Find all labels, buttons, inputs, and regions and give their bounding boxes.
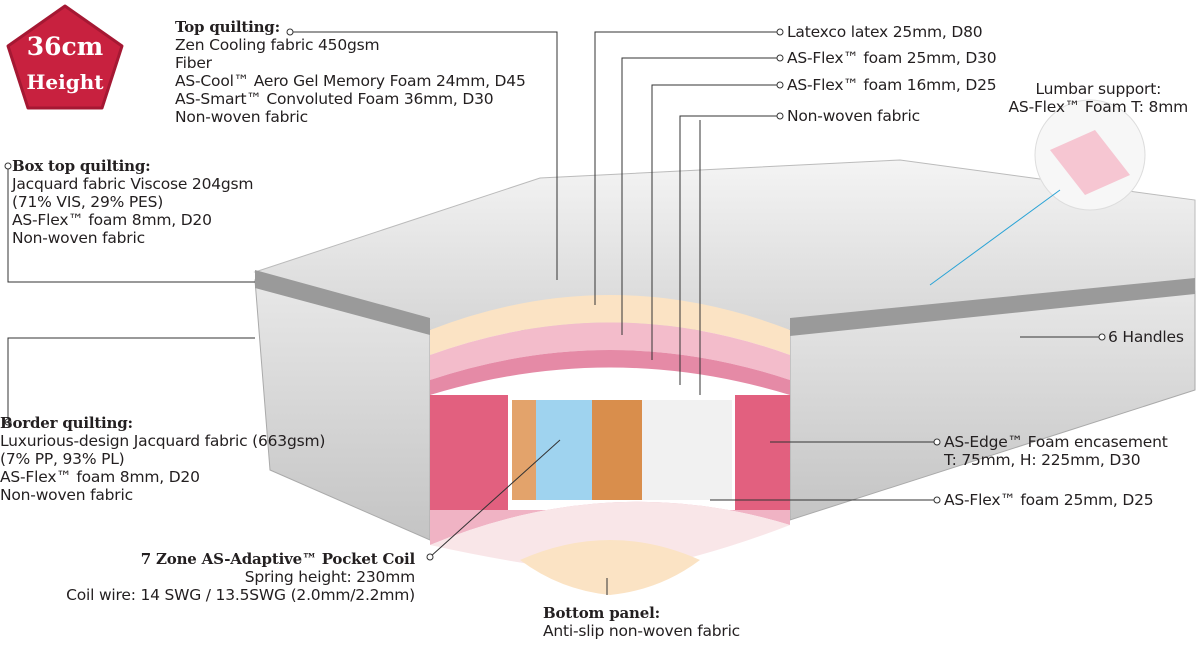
- text-line: Non-woven fabric: [175, 108, 308, 126]
- border-title: Border quilting:: [0, 414, 133, 432]
- text-line: AS-Smart™ Convoluted Foam 36mm, D30: [175, 90, 494, 108]
- text-line: Fiber: [175, 54, 212, 72]
- edge-label: AS-Edge™ Foam encasement T: 75mm, H: 225…: [944, 433, 1168, 469]
- badge-label: Height: [26, 70, 104, 94]
- text-line: Spring height: 230mm: [244, 568, 415, 586]
- latex-label: Latexco latex 25mm, D80: [787, 23, 983, 41]
- pillow-top-band: [255, 270, 430, 335]
- text-line: AS-Flex™ Foam T: 8mm: [1008, 98, 1189, 116]
- text-line: Anti-slip non-woven fabric: [543, 622, 740, 640]
- pocket-coils: [512, 400, 732, 500]
- border-quilting-label: Border quilting: Luxurious-design Jacqua…: [0, 414, 325, 504]
- text-line: (71% VIS, 29% PES): [12, 193, 164, 211]
- flex16-label: AS-Flex™ foam 16mm, D25: [787, 76, 997, 94]
- text-line: Coil wire: 14 SWG / 13.5SWG (2.0mm/2.2mm…: [66, 586, 415, 604]
- connector-lines: [7, 31, 1100, 595]
- text-line: Jacquard fabric Viscose 204gsm: [12, 175, 254, 193]
- top-quilting-label: Top quilting: Zen Cooling fabric 450gsm …: [175, 18, 526, 126]
- bottom-panel-label: Bottom panel: Anti-slip non-woven fabric: [543, 604, 740, 640]
- text-line: Luxurious-design Jacquard fabric (663gsm…: [0, 432, 326, 450]
- bottom-panel: [520, 540, 700, 595]
- nonwoven-label: Non-woven fabric: [787, 107, 920, 125]
- badge-size: 36cm: [26, 32, 104, 61]
- handles-label: 6 Handles: [1108, 328, 1184, 346]
- flex25b-label: AS-Flex™ foam 25mm, D25: [944, 491, 1154, 509]
- flex25-label: AS-Flex™ foam 25mm, D30: [787, 49, 997, 67]
- text-line: AS-Flex™ foam 8mm, D20: [0, 468, 200, 486]
- bottom-title: Bottom panel:: [543, 604, 660, 622]
- text-line: Non-woven fabric: [0, 486, 133, 504]
- box-top-label: Box top quilting: Jacquard fabric Viscos…: [12, 157, 254, 247]
- text-line: Zen Cooling fabric 450gsm: [175, 36, 380, 54]
- text-line: Lumbar support:: [1035, 80, 1162, 98]
- cutaway-bottom-foam: [430, 501, 790, 545]
- box-top-title: Box top quilting:: [12, 157, 151, 175]
- text-line: AS-Cool™ Aero Gel Memory Foam 24mm, D45: [175, 72, 526, 90]
- edge-foam-right: [735, 395, 790, 510]
- pocket-coil-label: 7 Zone AS-Adaptive™ Pocket Coil Spring h…: [66, 550, 415, 604]
- lumbar-label: Lumbar support: AS-Flex™ Foam T: 8mm: [1008, 80, 1189, 116]
- text-line: AS-Flex™ foam 8mm, D20: [12, 211, 212, 229]
- text-line: AS-Edge™ Foam encasement: [944, 433, 1168, 451]
- height-badge: [6, 4, 124, 110]
- edge-foam-left: [430, 395, 508, 510]
- coil-title: 7 Zone AS-Adaptive™ Pocket Coil: [140, 550, 415, 568]
- text-line: (7% PP, 93% PL): [0, 450, 125, 468]
- text-line: Non-woven fabric: [12, 229, 145, 247]
- top-quilting-title: Top quilting:: [175, 18, 280, 36]
- text-line: T: 75mm, H: 225mm, D30: [944, 451, 1141, 469]
